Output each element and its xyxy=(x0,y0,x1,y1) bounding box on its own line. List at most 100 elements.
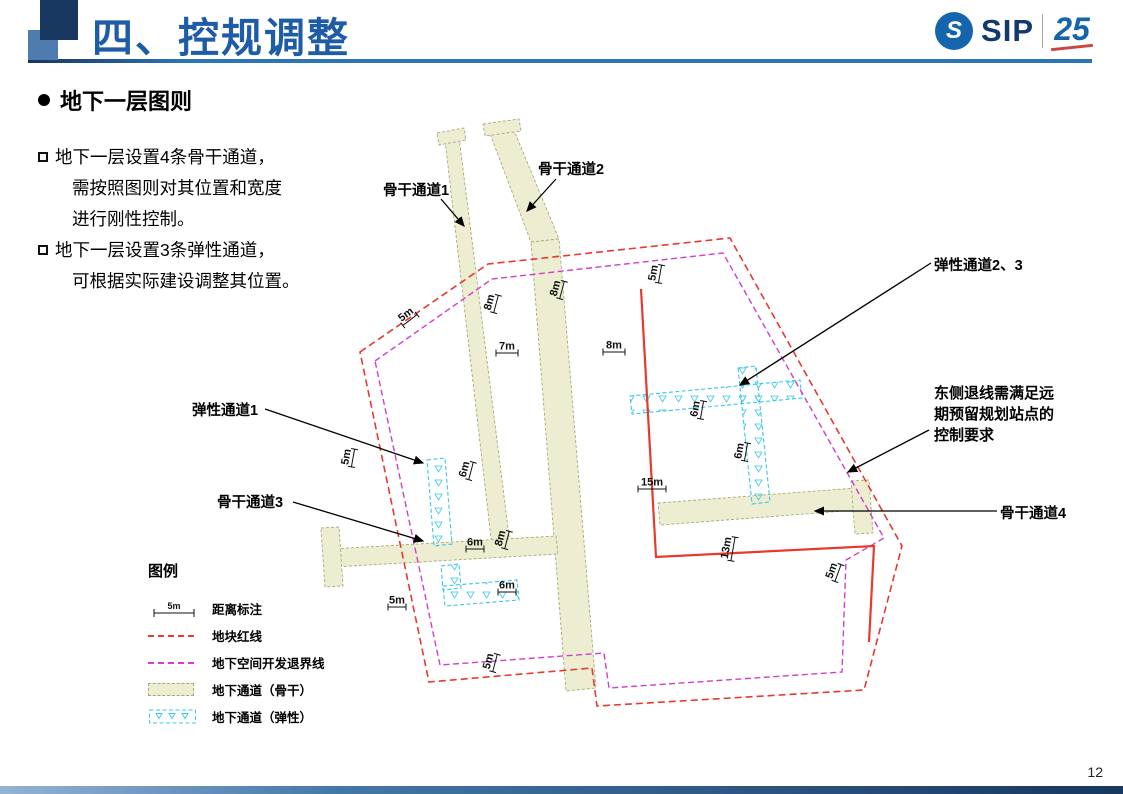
sip-logo-icon: S xyxy=(935,12,974,50)
backbone-corridor-1-cap xyxy=(436,127,467,146)
svg-text:5m: 5m xyxy=(481,652,497,671)
backbone-corridor-main-shape xyxy=(530,238,597,692)
backbone-corridors xyxy=(320,118,874,692)
note-item: 地下一层设置4条骨干通道， 需按照图则对其位置和宽度 进行刚性控制。 xyxy=(38,142,324,235)
circle-bullet-icon xyxy=(38,94,50,106)
dimension-label: 6m xyxy=(497,580,517,596)
sip-logo: S SIP 25 xyxy=(935,11,1094,52)
anniversary-mark: 25 xyxy=(1050,11,1094,52)
backbone-corridor-2-branch xyxy=(488,127,560,243)
footer-bar xyxy=(0,786,1123,794)
dimension-label: 8m xyxy=(493,529,513,551)
header-divider-rule xyxy=(28,59,1092,63)
callout-leader-lines xyxy=(264,178,997,543)
dimension-label: 5m xyxy=(387,595,407,611)
dimension-label: 5m xyxy=(339,448,359,468)
note-line: 地下一层设置3条弹性通道， xyxy=(55,240,275,260)
sip-logo-text: SIP xyxy=(981,13,1034,48)
legend: 图例 5m 距离标注 地块红线 地下空间开发退界线 地下通道（骨干） xyxy=(148,560,325,730)
flexible-corridor-3-vertical xyxy=(737,365,771,505)
callout-flexible-corridor-1: 弹性通道1 xyxy=(192,403,259,419)
svg-text:5m: 5m xyxy=(167,601,180,611)
dimension-label: 7m xyxy=(495,341,519,357)
callout-flexible-corridor-2-3: 弹性通道2、3 xyxy=(934,258,1023,274)
callout-backbone-corridor-3: 骨干通道3 xyxy=(217,495,284,511)
note-line: 可根据实际建设调整其位置。 xyxy=(72,271,300,291)
svg-text:6m: 6m xyxy=(467,537,483,549)
svg-text:6m: 6m xyxy=(499,580,515,592)
dimension-label: 8m xyxy=(548,279,568,301)
square-bullet-icon xyxy=(38,245,48,255)
svg-text:6m: 6m xyxy=(732,442,747,460)
parcel-red-lines xyxy=(359,237,903,707)
dimension-label: 6m xyxy=(732,442,752,462)
dimension-label: 6m xyxy=(465,537,485,553)
note-line: 地下一层设置4条骨干通道， xyxy=(55,147,275,167)
dimension-label: 5m xyxy=(646,264,666,284)
flexible-corridor-2-horizontal xyxy=(629,379,803,415)
note-line: 进行刚性控制。 xyxy=(72,209,195,229)
east-setback-note: 东侧退线需满足远 期预留规划站点的 控制要求 xyxy=(934,383,1054,446)
legend-item-red-line: 地块红线 xyxy=(148,622,325,649)
legend-label: 地下通道（弹性） xyxy=(212,711,313,725)
svg-text:15m: 15m xyxy=(641,477,663,489)
dimension-labels: 5m 8m 8m 5m 7m 8m 6m 6m 15m 5m 6m 6m 8m … xyxy=(339,264,845,674)
flexible-corridor-1-vertical xyxy=(426,457,453,547)
square-bullet-icon xyxy=(38,152,48,162)
leader-backbone-1 xyxy=(440,198,465,227)
magenta-dashed-line-sample-icon xyxy=(148,661,200,664)
backbone-corridor-2-cap xyxy=(482,118,522,137)
note-line: 需按照图则对其位置和宽度 xyxy=(72,178,282,198)
svg-text:7m: 7m xyxy=(499,341,515,353)
svg-text:8m: 8m xyxy=(606,340,622,352)
callout-backbone-corridor-1: 骨干通道1 xyxy=(383,183,450,199)
dimension-label: 5m xyxy=(481,652,501,674)
parcel-boundary-dashed xyxy=(359,237,903,707)
dimension-label: 8m xyxy=(602,340,626,356)
note-text: 地下一层设置3条弹性通道， 可根据实际建设调整其位置。 xyxy=(55,235,300,297)
legend-label: 地块红线 xyxy=(212,630,263,644)
dimension-label: 6m xyxy=(457,460,477,482)
dimension-label: 5m xyxy=(824,561,845,584)
leader-east-note xyxy=(846,429,930,473)
logo-divider xyxy=(1042,14,1043,48)
dimension-label: 8m xyxy=(482,293,502,315)
legend-item-backbone-corridor: 地下通道（骨干） xyxy=(148,676,325,703)
anniversary-number: 25 xyxy=(1054,11,1090,47)
legend-item-flexible-corridor: 地下通道（弹性） xyxy=(148,703,325,730)
legend-item-setback-line: 地下空间开发退界线 xyxy=(148,649,325,676)
notes-block: 地下一层设置4条骨干通道， 需按照图则对其位置和宽度 进行刚性控制。 地下一层设… xyxy=(38,142,324,297)
leader-backbone-3 xyxy=(292,501,425,543)
flexible-corridor-1-horizontal xyxy=(442,579,520,607)
page-number: 12 xyxy=(1087,764,1103,780)
leader-flexible-1 xyxy=(264,408,425,465)
east-setback-note-line: 期预留规划站点的 xyxy=(934,406,1055,423)
svg-text:8m: 8m xyxy=(493,529,509,548)
legend-item-distance: 5m 距离标注 xyxy=(148,595,325,622)
flexible-corridors xyxy=(426,365,803,607)
svg-text:13m: 13m xyxy=(719,536,735,560)
legend-label: 地下空间开发退界线 xyxy=(212,657,325,671)
svg-text:5m: 5m xyxy=(389,595,405,607)
backbone-corridor-sample-icon xyxy=(148,683,200,696)
distance-annotation-sample-icon: 5m xyxy=(148,600,200,618)
east-setback-note-line: 东侧退线需满足远 xyxy=(934,385,1055,402)
svg-text:5m: 5m xyxy=(339,448,354,466)
note-item: 地下一层设置3条弹性通道， 可根据实际建设调整其位置。 xyxy=(38,235,324,297)
legend-label: 距离标注 xyxy=(212,603,263,617)
dimension-label: 13m xyxy=(719,536,739,562)
callout-backbone-corridor-4: 骨干通道4 xyxy=(1000,506,1067,522)
svg-text:5m: 5m xyxy=(396,305,416,324)
svg-text:6m: 6m xyxy=(688,400,703,418)
backbone-corridor-3-cap xyxy=(320,526,344,588)
svg-text:5m: 5m xyxy=(646,264,661,282)
svg-text:8m: 8m xyxy=(548,279,564,298)
svg-text:6m: 6m xyxy=(457,460,473,479)
dimension-label: 6m xyxy=(688,400,708,420)
svg-text:8m: 8m xyxy=(482,293,498,312)
leader-backbone-2 xyxy=(526,178,557,212)
sip-logo-monogram: S xyxy=(946,17,963,44)
legend-title: 图例 xyxy=(148,563,179,580)
